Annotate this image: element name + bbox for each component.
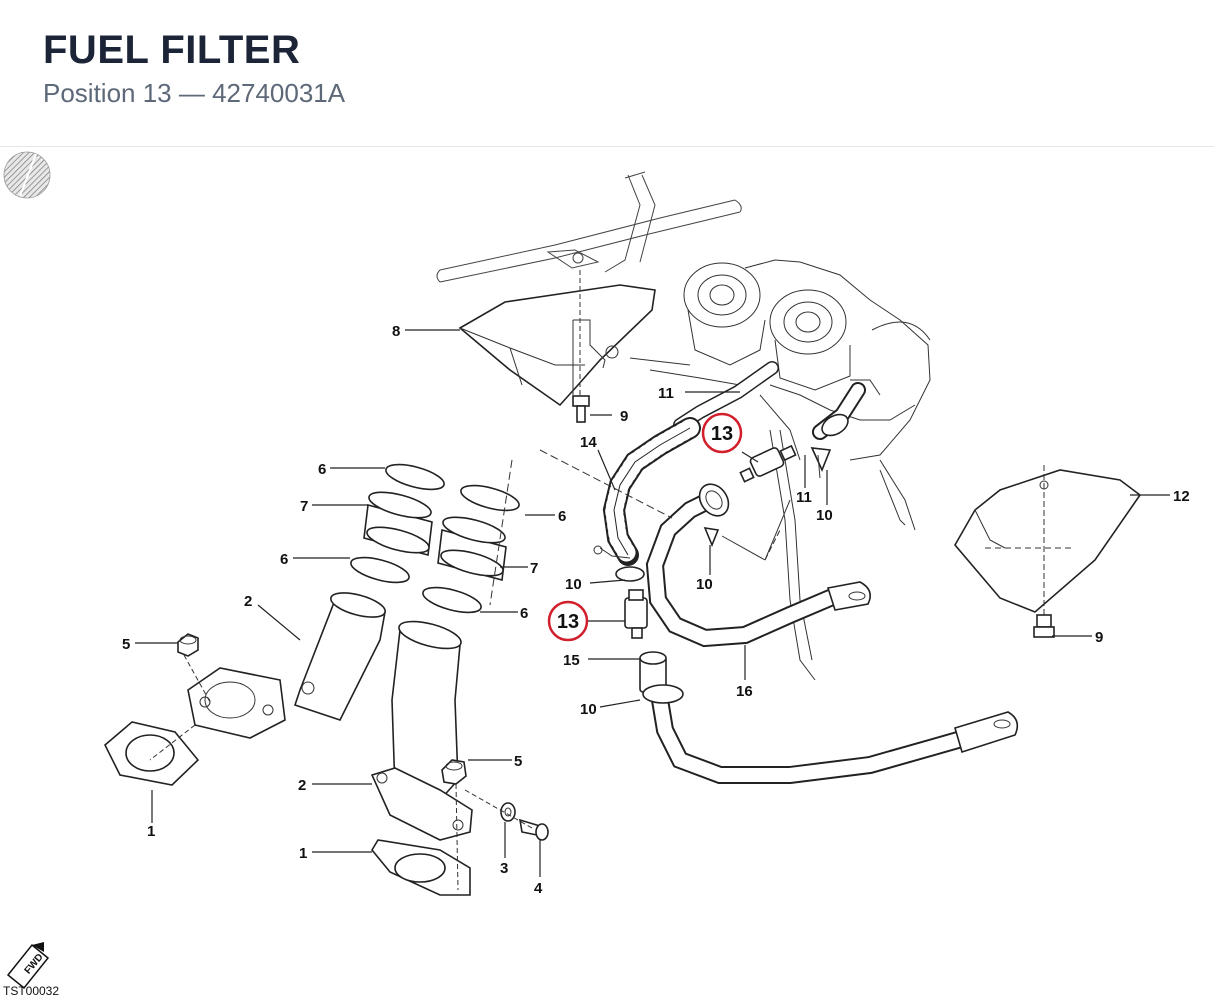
hose-lower [615,566,1019,784]
frame-tubes [436,171,742,283]
label-6-c: 6 [280,551,288,568]
label-7-b: 7 [530,560,538,577]
label-10-lower: 10 [580,701,597,718]
label-6-a: 6 [318,461,326,478]
part-14-coil-sleeve [593,417,701,566]
part-11-hose-right [810,382,866,479]
label-10-mid: 10 [696,576,713,593]
intake-left-assembly [104,463,520,786]
part-9-bolt-upper [572,395,590,423]
reference-marker-icon [3,151,51,199]
highlight-13-lower[interactable]: 13 [547,600,589,642]
label-2-a: 2 [244,593,252,610]
part-8-cover [458,270,656,407]
label-5-a: 5 [122,636,130,653]
label-5-b: 5 [514,753,522,770]
label-4: 4 [534,880,543,897]
part-9-bolt-lower [1033,614,1055,638]
highlight-label-upper: 13 [711,423,733,445]
label-11-upper: 11 [658,385,674,402]
label-1-a: 1 [147,823,155,840]
part-12-cover [954,465,1142,620]
label-9-upper: 9 [620,408,628,425]
part-13-fuel-filter-lower [624,589,648,639]
page-subtitle: Position 13 — 42740031A [43,78,346,108]
label-3: 3 [500,860,508,877]
part-16-hose [645,483,871,648]
label-10-left: 10 [565,576,582,593]
leader-lines [135,329,1170,877]
label-6-d: 6 [520,605,528,622]
label-15: 15 [563,652,580,669]
assembly-lines [489,449,791,606]
fwd-arrow-icon: FWD [6,942,50,990]
label-7-a: 7 [300,498,308,515]
label-14: 14 [580,434,597,451]
label-12: 12 [1173,488,1190,505]
label-9-lower: 9 [1095,629,1103,646]
label-11-mid: 11 [796,489,812,506]
label-2-b: 2 [298,777,306,794]
reference-code: TST00032 [3,984,60,998]
highlight-13-upper[interactable]: 13 [701,412,759,463]
label-10-right: 10 [816,507,833,524]
label-1-b: 1 [299,845,307,862]
intake-right-assembly [370,620,549,896]
part-labels: 8 9 11 14 6 7 6 6 7 6 2 5 1 5 2 1 3 4 11… [122,323,1190,897]
highlight-label-lower: 13 [557,611,579,633]
parts-diagram: 8 9 11 14 6 7 6 6 7 6 2 5 1 5 2 1 3 4 11… [3,151,1190,990]
header: FUEL FILTER Position 13 — 42740031A [0,0,1214,147]
label-8: 8 [392,323,400,340]
part-13-fuel-filter-upper [739,444,797,483]
label-6-b: 6 [558,508,566,525]
label-16: 16 [736,683,753,700]
page-title: FUEL FILTER [43,28,301,72]
part-5-nut-left [177,633,199,657]
